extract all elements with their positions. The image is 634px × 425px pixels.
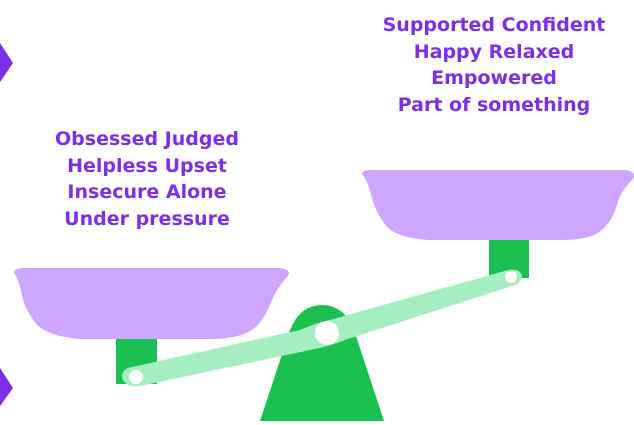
feeling-text: Empowered	[362, 65, 626, 92]
left-pan-feelings: Obsessed Judged Helpless Upset Insecure …	[18, 126, 276, 232]
arrow-top-icon	[0, 43, 13, 82]
right-pan-feelings: Supported Confident Happy Relaxed Empowe…	[362, 12, 626, 118]
left-pan	[14, 268, 289, 339]
feeling-text: Obsessed Judged	[18, 126, 276, 153]
feeling-text: Insecure Alone	[18, 179, 276, 206]
feeling-text: Happy Relaxed	[362, 39, 626, 66]
right-pan	[362, 170, 634, 240]
feeling-text: Under pressure	[18, 206, 276, 233]
beam-left-pin	[129, 370, 143, 384]
feeling-text: Helpless Upset	[18, 153, 276, 180]
feeling-text: Part of something	[362, 92, 626, 119]
feeling-text: Supported Confident	[362, 12, 626, 39]
beam-center-pivot	[315, 321, 339, 345]
beam-right-pin	[505, 271, 517, 283]
arrow-bottom-icon	[0, 368, 13, 406]
